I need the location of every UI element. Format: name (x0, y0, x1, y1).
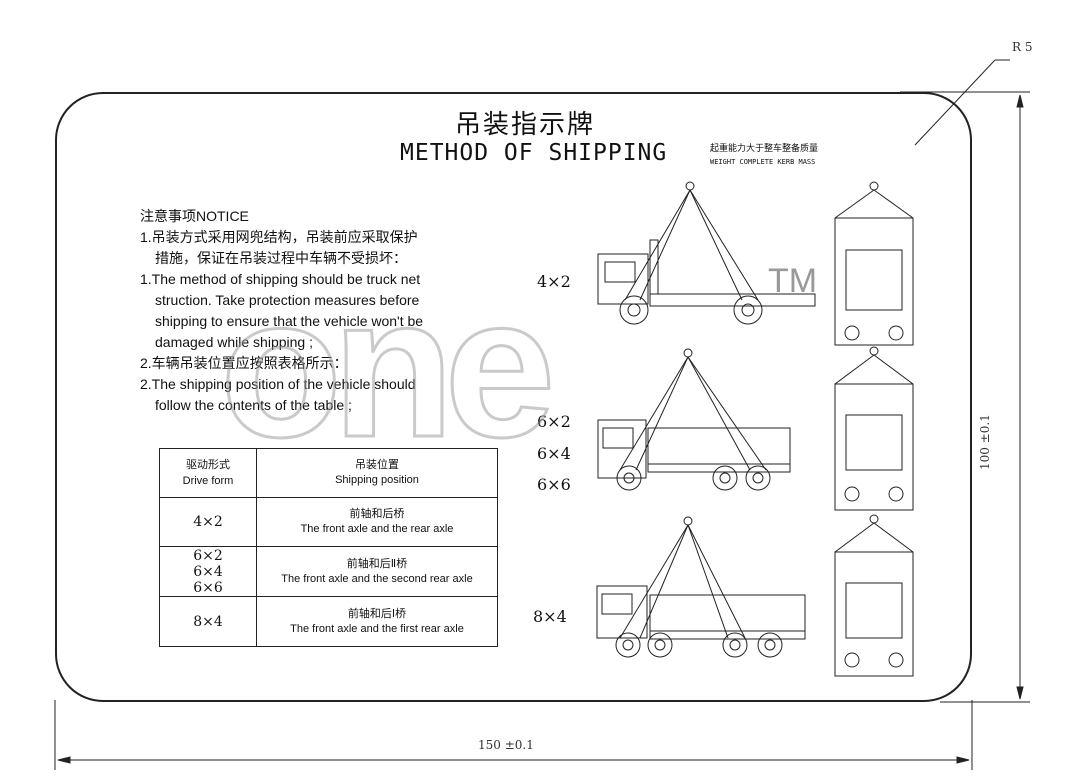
arrow-bottom (1016, 686, 1024, 700)
shipping-table: 驱动形式 Drive form 吊装位置 Shipping position 4… (159, 448, 498, 647)
row-config: 6×2 6×4 6×6 (159, 546, 257, 597)
label-6x2: 6×2 (537, 412, 571, 431)
radius-dimension: R 5 (1012, 40, 1033, 54)
header-shipping-position-cn: 吊装位置 (355, 459, 399, 471)
truck-front-3 (834, 514, 914, 677)
trademark-symbol: TM (768, 262, 818, 300)
notice-line: shipping to ensure that the vehicle won'… (155, 313, 424, 329)
table-row: 4×2 前轴和后桥 The front axle and the rear ax… (159, 497, 498, 547)
row-position-cn: 前轴和后Ⅱ桥 (346, 557, 408, 570)
notice-line: 1.The method of shipping should be truck… (140, 271, 421, 287)
table-row: 6×2 6×4 6×6 前轴和后Ⅱ桥 The front axle and th… (159, 546, 498, 597)
title-english: METHOD OF SHIPPING (400, 140, 668, 166)
row-position-en: The front axle and the rear axle (300, 523, 454, 535)
arrow-top (1016, 94, 1024, 108)
row-position-cn: 前轴和后桥 (349, 508, 405, 520)
row-config-line: 6×2 (193, 547, 223, 564)
header-shipping-position: 吊装位置 Shipping position (256, 448, 498, 498)
label-6x4: 6×4 (537, 444, 571, 463)
header-drive-form: 驱动形式 Drive form (159, 448, 257, 498)
watermark-logo: one (219, 256, 558, 479)
label-8x4: 8×4 (533, 607, 567, 626)
row-position: 前轴和后Ⅰ桥 The front axle and the first rear… (256, 596, 498, 647)
notice-line: 1.吊装方式采用网兜结构，吊装前应采取保护 (140, 229, 418, 245)
title-chinese: 吊装指示牌 (455, 110, 596, 140)
notice-line: follow the contents of the table ; (155, 397, 352, 413)
header-drive-form-cn: 驱动形式 (186, 459, 230, 471)
label-6x6: 6×6 (537, 475, 571, 494)
plate-outline (55, 92, 972, 702)
table-header-row: 驱动形式 Drive form 吊装位置 Shipping position (159, 448, 498, 498)
row-position: 前轴和后桥 The front axle and the rear axle (256, 497, 498, 547)
row-config: 8×4 (159, 596, 257, 647)
truck-side-6x4 (597, 348, 791, 491)
height-dimension: 100 ±0.1 (978, 414, 992, 470)
arrow-left (57, 756, 71, 764)
notice-line: 措施，保证在吊装过程中车辆不受损坏： (155, 250, 407, 266)
notice-heading: 注意事项NOTICE (140, 208, 249, 224)
row-config-line: 6×4 (193, 563, 223, 580)
caption-english: WEIGHT COMPLETE KERB MASS (710, 158, 816, 166)
header-drive-form-en: Drive form (182, 475, 234, 487)
label-4x2: 4×2 (537, 272, 571, 291)
header-shipping-position-en: Shipping position (335, 474, 419, 486)
truck-front-2 (834, 346, 914, 511)
notice-block: 注意事项NOTICE 1.吊装方式采用网兜结构，吊装前应采取保护 措施，保证在吊… (140, 206, 423, 416)
notice-line: 2.The shipping position of the vehicle s… (140, 376, 416, 392)
width-dimension: 150 ±0.1 (478, 738, 534, 752)
row-position-en: The front axle and the second rear axle (281, 572, 473, 585)
truck-side-4x2 (597, 181, 816, 325)
row-position: 前轴和后Ⅱ桥 The front axle and the second rea… (256, 546, 498, 597)
truck-front-1 (834, 181, 914, 346)
notice-line: damaged while shipping ; (155, 334, 313, 350)
caption-chinese: 起重能力大于整车整备质量 (710, 144, 819, 154)
notice-line: struction. Take protection measures befo… (155, 292, 420, 308)
arrow-right (956, 756, 970, 764)
truck-side-8x4 (596, 516, 806, 658)
row-position-cn: 前轴和后Ⅰ桥 (347, 607, 407, 620)
row-config: 4×2 (159, 497, 257, 547)
notice-line: 2.车辆吊装位置应按照表格所示： (140, 355, 348, 371)
table-row: 8×4 前轴和后Ⅰ桥 The front axle and the first … (159, 596, 498, 647)
row-position-en: The front axle and the first rear axle (290, 622, 464, 635)
row-config-line: 6×6 (193, 579, 223, 596)
